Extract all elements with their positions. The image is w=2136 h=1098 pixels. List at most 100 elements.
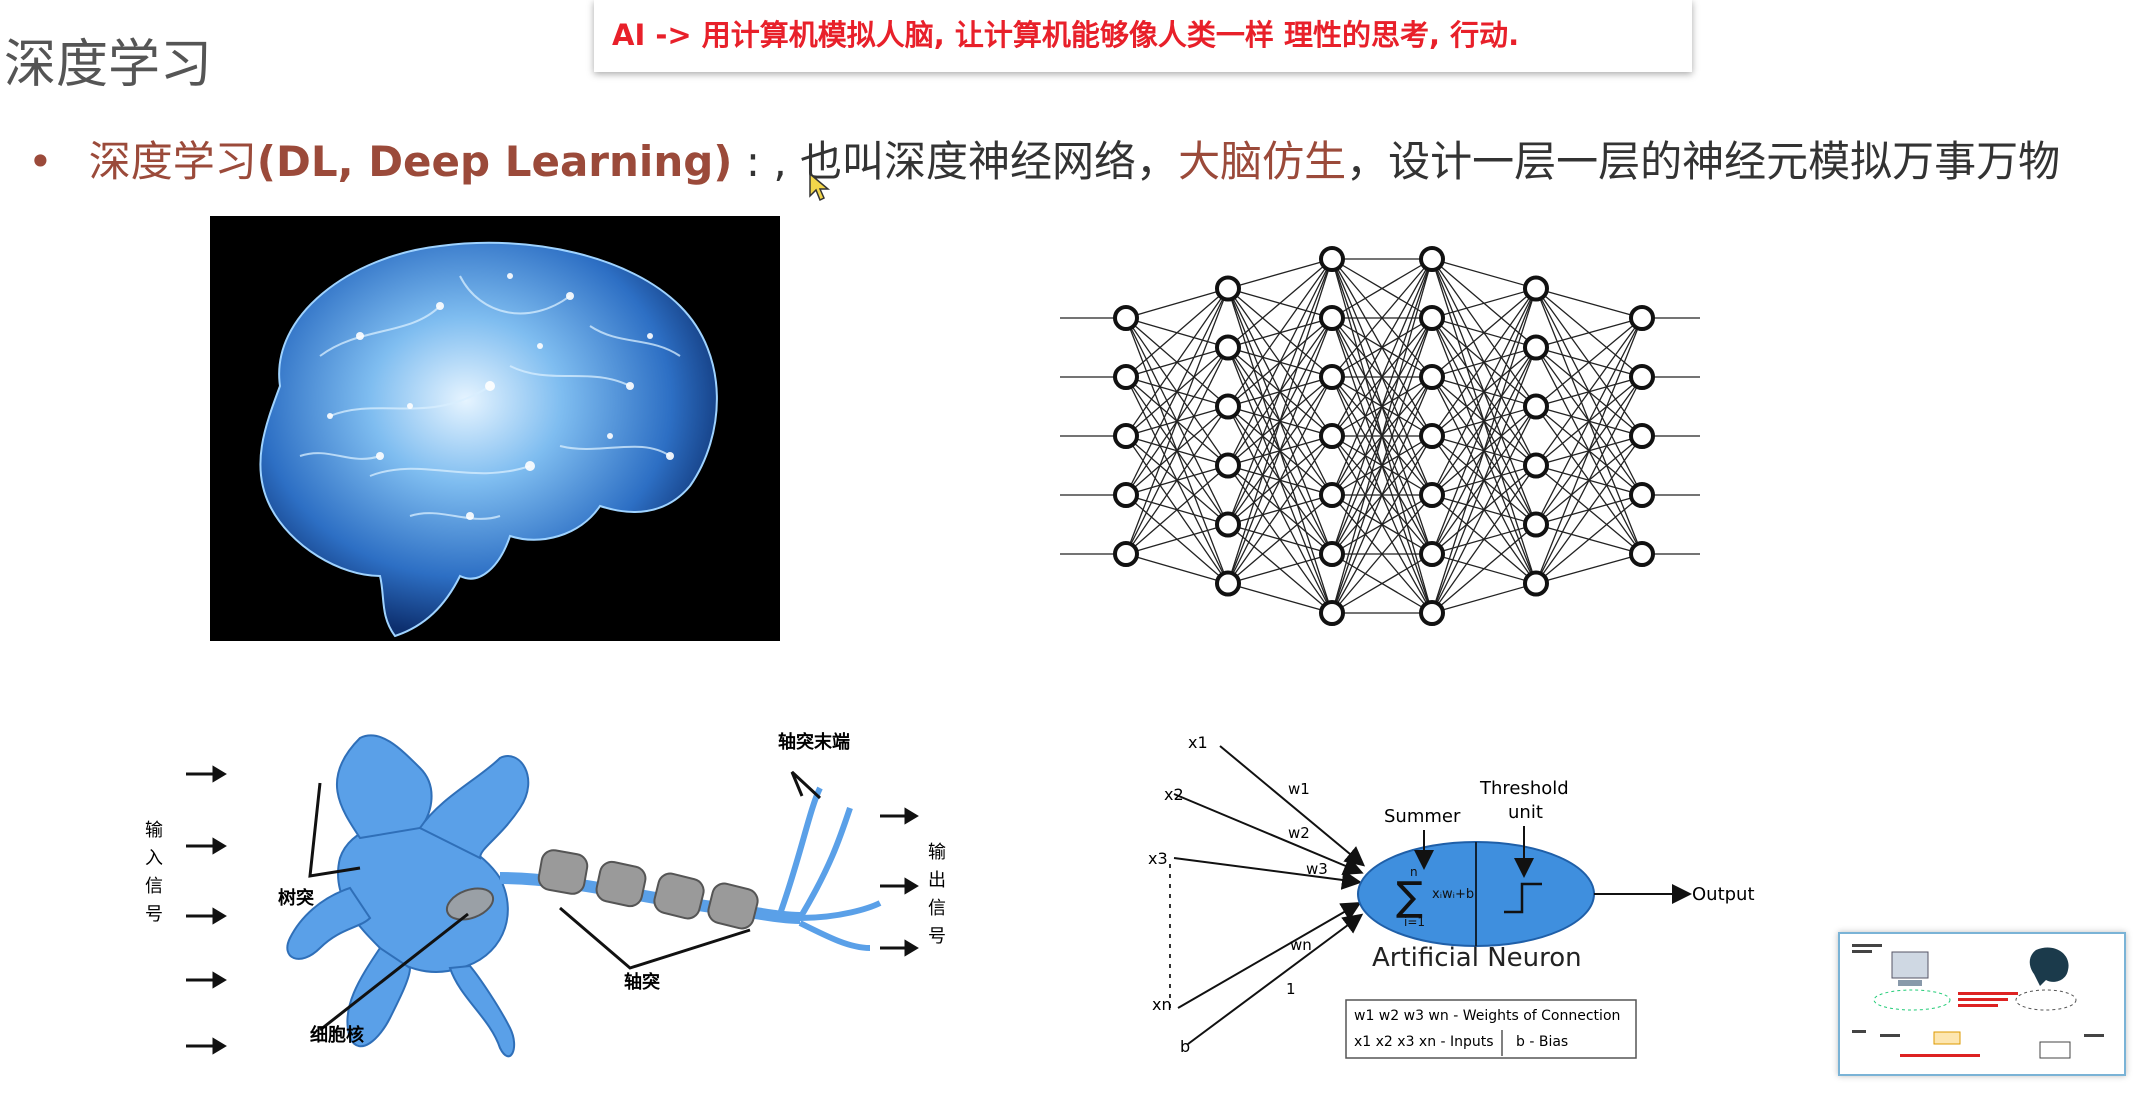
nn-node: [1115, 484, 1137, 506]
bullet-line: •深度学习(DL, Deep Learning) : , 也叫深度神经网络，大脑…: [28, 128, 2060, 189]
legend-inputs: x1 x2 x3 xn - Inputs: [1354, 1034, 1494, 1050]
weight-w1-label: w1: [1288, 780, 1310, 798]
nn-connection: [1228, 259, 1332, 466]
nn-connection: [1126, 525, 1228, 555]
svg-text:∑: ∑: [1396, 874, 1423, 920]
nn-node: [1217, 455, 1239, 477]
weight-1-label: 1: [1286, 980, 1296, 998]
nn-node: [1525, 455, 1547, 477]
bullet-colon: : ,: [732, 137, 800, 186]
nn-connection: [1126, 289, 1228, 378]
nn-connection: [1432, 466, 1536, 614]
biological-neuron-diagram: 输入信号 树突 细胞核 轴突 轴突末端 输出信号: [120, 718, 970, 1078]
nn-connection: [1432, 289, 1536, 378]
nn-connection: [1432, 289, 1536, 496]
nn-connection: [1126, 289, 1228, 437]
nn-connection: [1228, 259, 1332, 584]
nn-node: [1525, 514, 1547, 536]
nn-node: [1631, 425, 1653, 447]
nn-connection: [1536, 318, 1642, 348]
nn-connection: [1126, 289, 1228, 496]
nn-connection: [1432, 289, 1536, 437]
slide-thumbnail[interactable]: [1838, 932, 2126, 1076]
input-b-label: b: [1180, 1037, 1190, 1056]
nn-node: [1321, 543, 1343, 565]
output-signal-label: 输出信号: [928, 842, 946, 947]
nn-connection: [1536, 289, 1642, 319]
nn-node: [1115, 366, 1137, 388]
nn-node: [1321, 484, 1343, 506]
nn-node: [1321, 307, 1343, 329]
nn-node: [1115, 425, 1137, 447]
bullet-marker: •: [28, 137, 53, 186]
bullet-text-1: 也叫深度神经网络，: [800, 137, 1178, 186]
nn-connection: [1126, 289, 1228, 555]
input-x3-label: x3: [1148, 849, 1168, 868]
bullet-text-2: ，设计一层一层的神经元模拟万事万物: [1346, 137, 2060, 186]
nn-connection: [1126, 407, 1228, 555]
nn-node: [1217, 573, 1239, 595]
legend-bias: b - Bias: [1516, 1034, 1568, 1050]
nn-connection: [1228, 495, 1332, 584]
threshold-label: Threshold: [1479, 778, 1569, 799]
svg-text:n: n: [1410, 865, 1418, 879]
nucleus-label: 细胞核: [310, 1024, 364, 1046]
bullet-term: 深度学习: [89, 137, 257, 186]
mouse-cursor-icon: [808, 172, 832, 204]
nn-connection: [1432, 407, 1536, 614]
nn-node: [1631, 484, 1653, 506]
nn-node: [1421, 602, 1443, 624]
nn-node: [1631, 543, 1653, 565]
nn-node: [1217, 396, 1239, 418]
nn-connection: [1126, 289, 1228, 319]
nn-connection: [1432, 289, 1536, 614]
nn-node: [1321, 366, 1343, 388]
artificial-neuron-diagram: ∑ n i=1 xᵢwᵢ+b x1 x2 x3 xn b w1 w2 w3 wn…: [1140, 726, 1780, 1066]
nn-connection: [1536, 318, 1642, 584]
input-x2-label: x2: [1164, 785, 1184, 804]
nn-node: [1321, 248, 1343, 270]
nn-connection: [1432, 525, 1536, 614]
nn-connection: [1536, 318, 1642, 525]
axon-label: 轴突: [624, 971, 660, 993]
brain-image: [210, 216, 780, 641]
nn-connection: [1126, 348, 1228, 555]
nn-node: [1115, 543, 1137, 565]
nn-node: [1217, 514, 1239, 536]
neural-network-diagram: [1060, 236, 1710, 636]
nn-node: [1631, 366, 1653, 388]
nn-node: [1421, 484, 1443, 506]
weight-wn-label: wn: [1290, 936, 1312, 954]
nn-node: [1217, 337, 1239, 359]
axon-terminal-label: 轴突末端: [778, 731, 850, 753]
legend-weights: w1 w2 w3 wn - Weights of Connection: [1354, 1008, 1620, 1024]
nn-node: [1321, 425, 1343, 447]
nn-node: [1631, 307, 1653, 329]
nn-node: [1321, 602, 1343, 624]
nn-connection: [1536, 554, 1642, 584]
nn-node: [1421, 248, 1443, 270]
input-x1-label: x1: [1188, 733, 1208, 752]
nn-connection: [1432, 348, 1536, 614]
nn-node: [1525, 573, 1547, 595]
artificial-neuron-caption: Artificial Neuron: [1372, 943, 1582, 973]
nn-connection: [1228, 377, 1332, 584]
nn-connection: [1432, 259, 1536, 289]
banner-callout: AI -> 用计算机模拟人脑, 让计算机能够像人类一样 理性的思考, 行动.: [594, 0, 1692, 72]
slide-title: 深度学习: [4, 22, 212, 97]
nn-connection: [1126, 554, 1228, 584]
nn-node: [1115, 307, 1137, 329]
svg-text:i=1: i=1: [1404, 915, 1425, 929]
nn-node: [1421, 425, 1443, 447]
banner-text: AI -> 用计算机模拟人脑, 让计算机能够像人类一样 理性的思考, 行动.: [612, 12, 1519, 54]
nn-node: [1525, 278, 1547, 300]
nn-connection: [1126, 466, 1228, 555]
threshold-unit-label: unit: [1508, 802, 1543, 823]
nn-connection: [1536, 377, 1642, 584]
output-label: Output: [1692, 884, 1755, 905]
svg-text:xᵢwᵢ+b: xᵢwᵢ+b: [1432, 887, 1474, 902]
input-signal-label: 输入信号: [145, 820, 163, 925]
bullet-highlight: 大脑仿生: [1178, 137, 1346, 186]
nn-connection: [1228, 584, 1332, 614]
nn-connection: [1228, 554, 1332, 584]
